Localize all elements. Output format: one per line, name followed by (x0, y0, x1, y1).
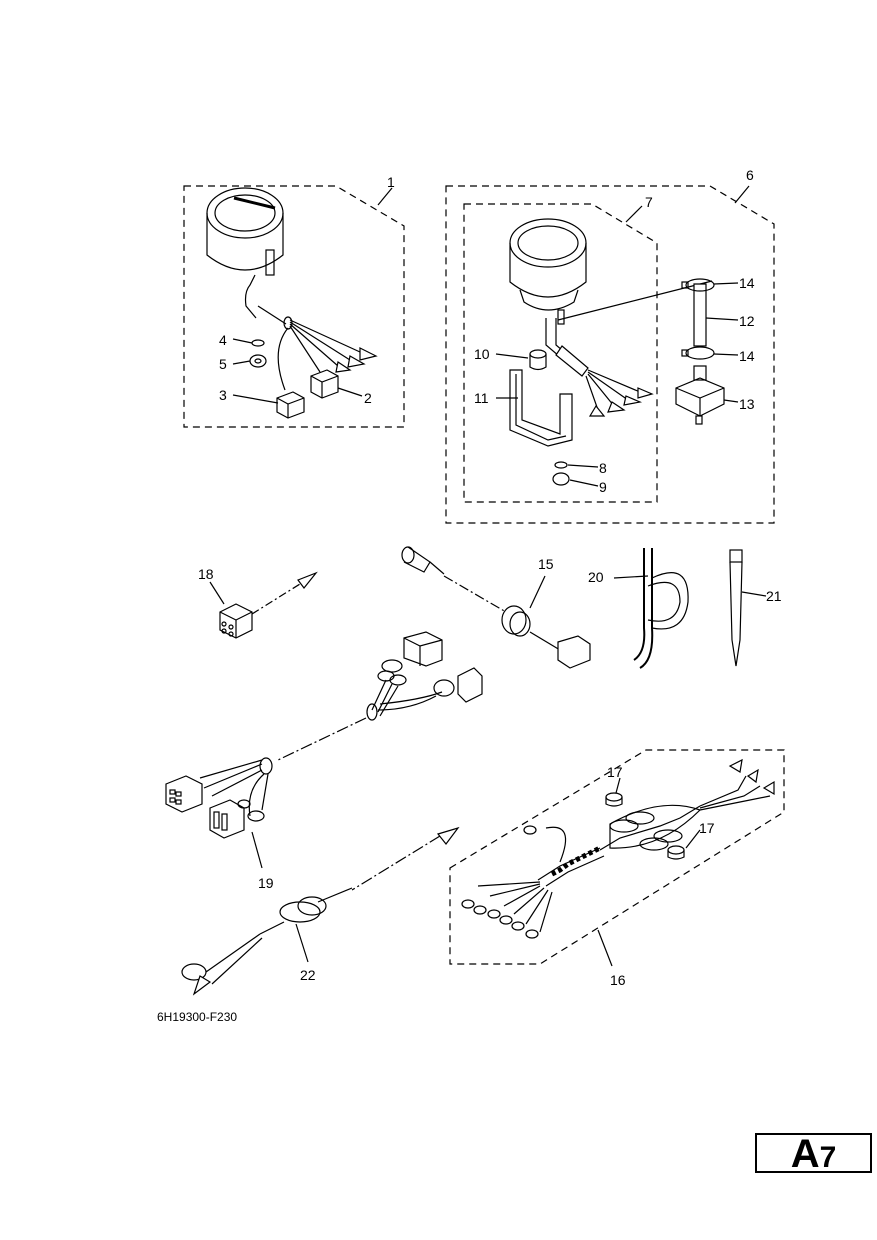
callout-22: 22 (300, 967, 316, 983)
callout-18: 18 (198, 566, 214, 582)
callout-17-upper: 17 (607, 764, 623, 780)
connector-18 (219, 603, 253, 639)
callout-15: 15 (538, 556, 554, 572)
harness-19 (165, 631, 483, 839)
meter-gauge-1 (206, 187, 284, 319)
callout-11: 11 (474, 390, 489, 406)
callout-9: 9 (599, 479, 607, 495)
harness-16 (461, 758, 775, 939)
callout-14-lower: 14 (739, 348, 755, 364)
callout-3: 3 (219, 387, 227, 403)
callout-7: 7 (645, 194, 653, 210)
cable-tie-21 (729, 549, 743, 667)
callout-1: 1 (387, 174, 395, 190)
tube-20 (633, 548, 689, 669)
nut-9 (552, 472, 570, 486)
callout-12: 12 (739, 313, 755, 329)
callout-16: 16 (610, 972, 626, 988)
wire-lead-7 (545, 318, 654, 417)
page-tag: A7 (755, 1132, 872, 1176)
meter-gauge-7 (509, 218, 713, 325)
clamp-14-upper (681, 278, 715, 292)
group-16-boundary (449, 749, 785, 965)
sensor-13 (675, 365, 725, 425)
cap-10 (529, 349, 547, 371)
drawing-code: 6H19300-F230 (157, 1010, 238, 1024)
clamp-14-lower (681, 346, 715, 360)
washer-8 (554, 461, 568, 469)
connector-2 (310, 369, 339, 399)
callout-17-lower: 17 (699, 820, 715, 836)
callout-20: 20 (588, 569, 604, 585)
hose-12 (693, 283, 707, 347)
connector-3 (276, 391, 305, 419)
callout-4: 4 (219, 332, 227, 348)
cable-15 (401, 546, 591, 669)
callout-2: 2 (364, 390, 372, 406)
sensor-lead-22 (181, 826, 460, 996)
group-1-boundary (183, 185, 405, 428)
page-tag-letter: A (790, 1132, 820, 1176)
terminal-17-upper (605, 792, 623, 807)
washer-4 (251, 339, 265, 347)
callout-10: 10 (474, 346, 490, 362)
bracket-11 (509, 369, 573, 447)
callout-6: 6 (746, 167, 754, 183)
callout-14-upper: 14 (739, 275, 755, 291)
nut-5 (249, 354, 267, 368)
group-6-boundary (445, 185, 775, 524)
callout-8: 8 (599, 460, 607, 476)
callout-13: 13 (739, 396, 755, 412)
callout-21: 21 (766, 588, 782, 604)
page-tag-number: 7 (819, 1141, 837, 1174)
terminal-17-lower (667, 845, 685, 860)
callout-5: 5 (219, 356, 227, 372)
wire-lead-1 (257, 305, 378, 391)
callout-19: 19 (258, 875, 274, 891)
